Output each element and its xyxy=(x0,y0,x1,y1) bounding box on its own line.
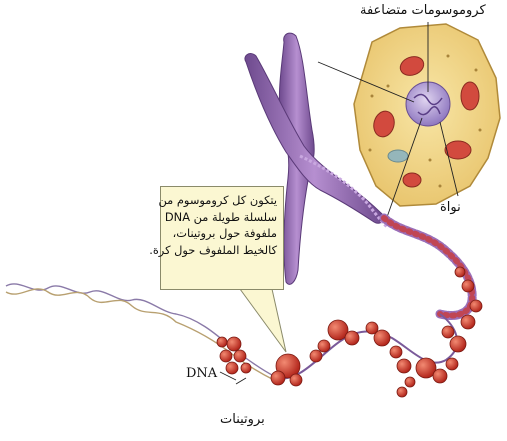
organelle xyxy=(388,150,408,162)
organelle xyxy=(403,173,421,187)
organelle xyxy=(461,82,479,110)
label-proteins: بروتينات xyxy=(220,412,265,427)
label-nucleus: نواة xyxy=(440,200,461,215)
callout-line: كالخيط الملفوف حول كرة. xyxy=(167,242,277,259)
organelle xyxy=(445,141,471,159)
cell xyxy=(354,24,500,206)
label-dna: DNA xyxy=(186,366,217,381)
callout-box: يتكون كل كروموسوم من سلسلة طويلة من DNA … xyxy=(160,186,284,290)
label-doubled-chromosomes: كروموسومات متضاعفة xyxy=(360,3,486,18)
callout-pointer xyxy=(240,289,286,352)
callout-line: يتكون كل كروموسوم من xyxy=(167,192,277,209)
callout-line: سلسلة طويلة من DNA xyxy=(167,209,277,226)
callout-line: ملفوفة حول بروتينات، xyxy=(167,225,277,242)
